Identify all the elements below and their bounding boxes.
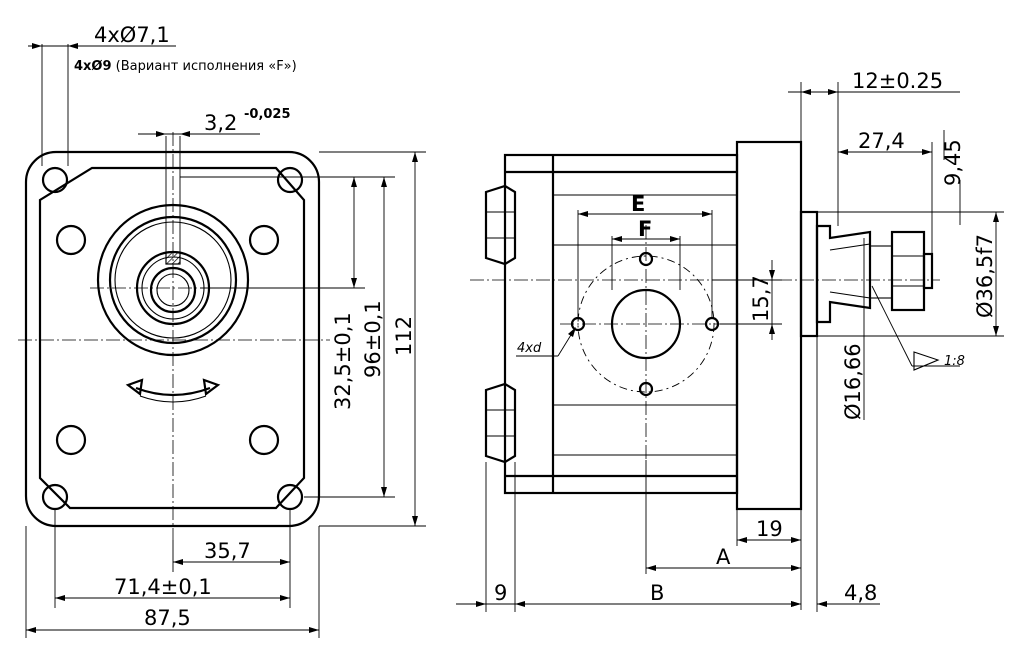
dim-b: B xyxy=(650,581,664,605)
dim-thread-len: 9,45 xyxy=(941,139,965,186)
dim-width: 87,5 xyxy=(144,606,191,630)
front-hole-mr2 xyxy=(248,424,280,456)
dim-port-holes: 4xd xyxy=(517,341,542,356)
rotation-arrowhead-right xyxy=(202,378,221,396)
side-bolt-bottom xyxy=(484,382,517,464)
dim-port-e: E xyxy=(631,192,645,216)
side-bolt-top xyxy=(484,184,517,266)
side-flange xyxy=(735,140,803,511)
front-flange-outline xyxy=(24,150,321,528)
side-dimensions: 12±0.25 27,4 9,45 Ø36,5f7 15,7 Ø16,66 1: xyxy=(456,69,1004,612)
dim-key-tol: -0,025 xyxy=(244,107,291,122)
dim-port-offset: 15,7 xyxy=(749,275,773,322)
dim-center-to-edge: 35,7 xyxy=(204,539,251,563)
dim-shaft-dia: Ø16,66 xyxy=(841,343,865,420)
side-shaft xyxy=(815,224,872,324)
front-hole-tl xyxy=(41,166,69,194)
front-hole-ml2 xyxy=(55,424,87,456)
front-view xyxy=(18,132,330,540)
dim-taper: 1:8 xyxy=(944,354,965,369)
dim-holes-variant: 4xØ9 (Вариант исполнения «F») xyxy=(74,59,297,74)
side-pilot xyxy=(799,210,819,338)
dim-key-width: 3,2 xyxy=(204,111,237,135)
front-hole-br xyxy=(276,483,304,511)
rotation-arrowhead-left xyxy=(125,378,144,396)
rotation-arrow xyxy=(135,386,211,397)
side-nut xyxy=(890,230,926,312)
front-dimensions: 4xØ7,1 4xØ9 (Вариант исполнения «F») 3,2… xyxy=(25,23,426,638)
front-hole-tr xyxy=(276,166,304,194)
dim-pilot-dia: Ø36,5f7 xyxy=(973,234,997,318)
front-body-outline xyxy=(38,166,306,510)
dim-a: A xyxy=(716,545,731,569)
dim-port-f: F xyxy=(638,217,652,241)
dim-pilot-len: 4,8 xyxy=(844,581,877,605)
front-hole-ml1 xyxy=(55,224,87,256)
dim-shaft-length: 12±0.25 xyxy=(852,69,943,93)
dim-hole-spacing-h: 71,4±0,1 xyxy=(114,575,212,599)
dim-height: 112 xyxy=(392,316,416,356)
side-view xyxy=(470,140,940,511)
front-hole-mr1 xyxy=(248,224,280,256)
dim-flange-thk: 19 xyxy=(756,517,783,541)
dim-hole-spacing-v: 96±0,1 xyxy=(361,300,385,378)
dim-holes-label: 4xØ7,1 xyxy=(94,23,170,47)
front-hole-bl xyxy=(41,483,69,511)
dim-nut-len: 9 xyxy=(494,581,507,605)
dim-shaft-step: 27,4 xyxy=(858,129,905,153)
dim-shaft-offset: 32,5±0,1 xyxy=(331,312,355,410)
